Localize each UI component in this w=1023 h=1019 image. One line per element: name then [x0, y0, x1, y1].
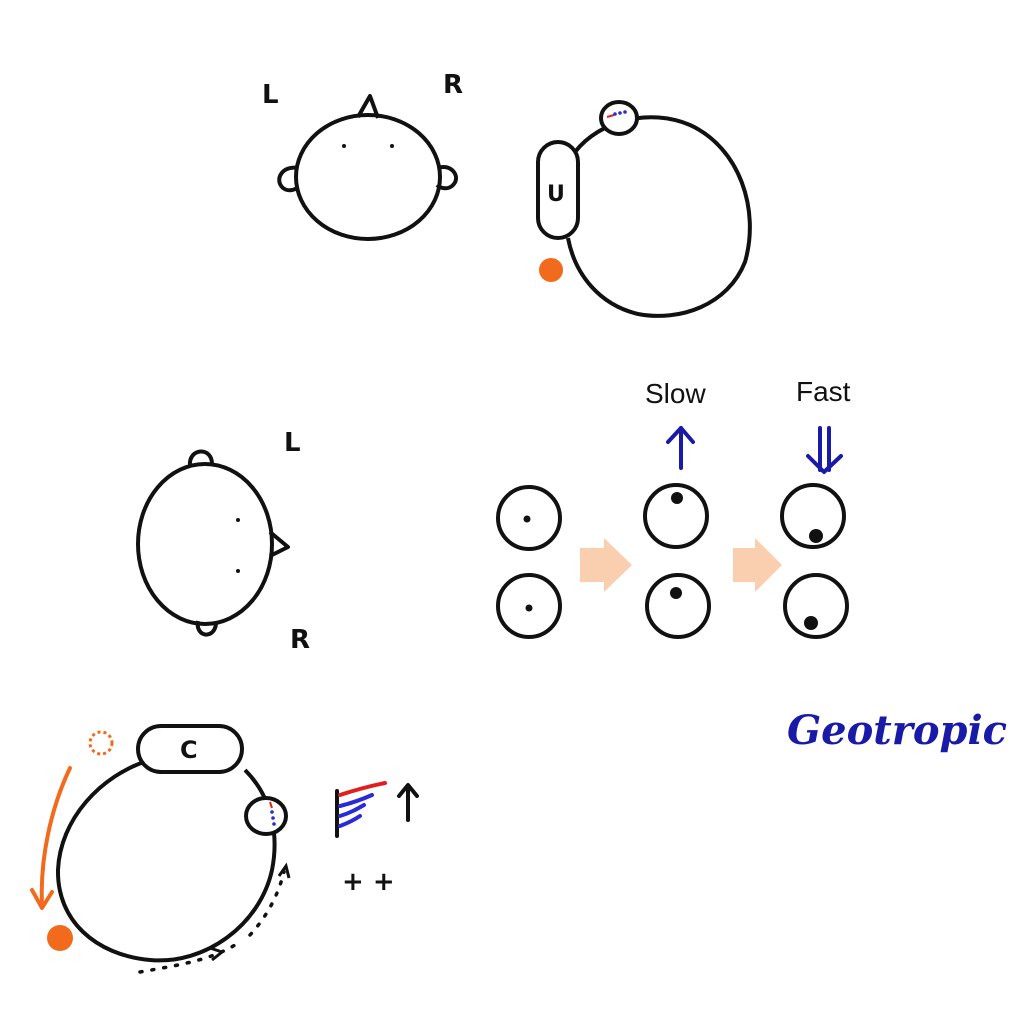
- middle-head-upper-eye: [236, 518, 240, 522]
- middle-head-right-label: R: [290, 625, 310, 655]
- middle-head-nose: [268, 530, 290, 558]
- pupil-slow-lower: [670, 587, 682, 599]
- hair-cell-response-icon: [335, 781, 387, 838]
- eye-fast-upper: [780, 483, 846, 549]
- bottom-canal-plus-label: + +: [342, 867, 395, 897]
- bottom-canal-blue-dot-3: [272, 822, 276, 826]
- otolith-start-position: [88, 730, 114, 756]
- top-canal-blue-dot-1: [613, 112, 617, 116]
- middle-head-outline: [136, 462, 274, 626]
- bottom-canal-diagram: C + +: [30, 724, 419, 974]
- endolymph-flow-arrowhead-2: [277, 862, 291, 879]
- bottom-canal-cupula-label: C: [180, 736, 198, 764]
- pupil-fast-upper: [809, 529, 823, 543]
- eye-slow-lower: [645, 573, 711, 639]
- progression-arrow-2: [733, 538, 782, 592]
- fast-double-down-arrow-icon: [806, 426, 843, 474]
- middle-head-left-label: L: [284, 428, 301, 458]
- top-canal-utricle: [536, 140, 580, 240]
- pupil-fast-lower: [804, 616, 818, 630]
- top-head-nose: [356, 94, 380, 119]
- top-head-left-ear: [277, 165, 300, 193]
- top-head-diagram: L R: [262, 70, 463, 241]
- top-canal-diagram: U: [536, 100, 752, 318]
- pupil-neutral-upper: [523, 515, 531, 523]
- eye-neutral-upper: [496, 485, 562, 551]
- slow-label: Slow: [645, 378, 706, 409]
- diagram-title: Geotropic: [787, 707, 1007, 754]
- top-head-right-eye: [390, 144, 394, 148]
- top-head-left-label: L: [262, 80, 279, 110]
- middle-head-upper-ear: [187, 449, 214, 467]
- middle-head-lower-eye: [236, 569, 240, 573]
- middle-head-lower-ear: [195, 620, 218, 637]
- top-canal-ampulla: [599, 100, 639, 136]
- top-canal-otolith: [539, 258, 563, 282]
- excitation-up-arrow-icon: [397, 783, 419, 822]
- pupil-slow-upper: [671, 492, 683, 504]
- bottom-canal-cupula: [136, 724, 244, 774]
- top-canal-cupula-label: U: [547, 182, 565, 207]
- top-canal-ring: [566, 115, 752, 318]
- bottom-canal-red-mark: [269, 801, 273, 809]
- eye-fast-lower: [783, 573, 849, 639]
- progression-arrow-1: [580, 538, 632, 592]
- top-head-outline: [294, 113, 442, 241]
- fast-label: Fast: [796, 376, 851, 407]
- endolymph-flow-arrow-icon: [138, 870, 286, 974]
- eye-neutral-lower: [496, 573, 562, 639]
- otolith-fall-arrow-icon: [30, 766, 72, 910]
- top-head-right-label: R: [443, 70, 463, 100]
- endolymph-flow-arrowhead-1: [209, 946, 226, 962]
- slow-up-arrow-icon: [666, 426, 695, 470]
- top-head-left-eye: [342, 144, 346, 148]
- eye-slow-upper: [643, 483, 709, 549]
- bottom-canal-ring: [55, 758, 277, 963]
- top-canal-blue-dot-3: [623, 110, 627, 114]
- top-canal-red-mark: [606, 114, 615, 118]
- otolith-end-position: [47, 925, 73, 951]
- pupil-neutral-lower: [525, 604, 533, 612]
- middle-head-diagram: L R: [136, 428, 310, 655]
- top-canal-blue-dot-2: [618, 111, 622, 115]
- nystagmus-diagram: Slow Fast: [496, 376, 851, 639]
- bottom-canal-blue-dot-2: [271, 816, 275, 820]
- top-head-right-ear: [435, 165, 458, 191]
- bottom-canal-ampulla: [244, 796, 288, 836]
- bottom-canal-blue-dot-1: [270, 810, 274, 814]
